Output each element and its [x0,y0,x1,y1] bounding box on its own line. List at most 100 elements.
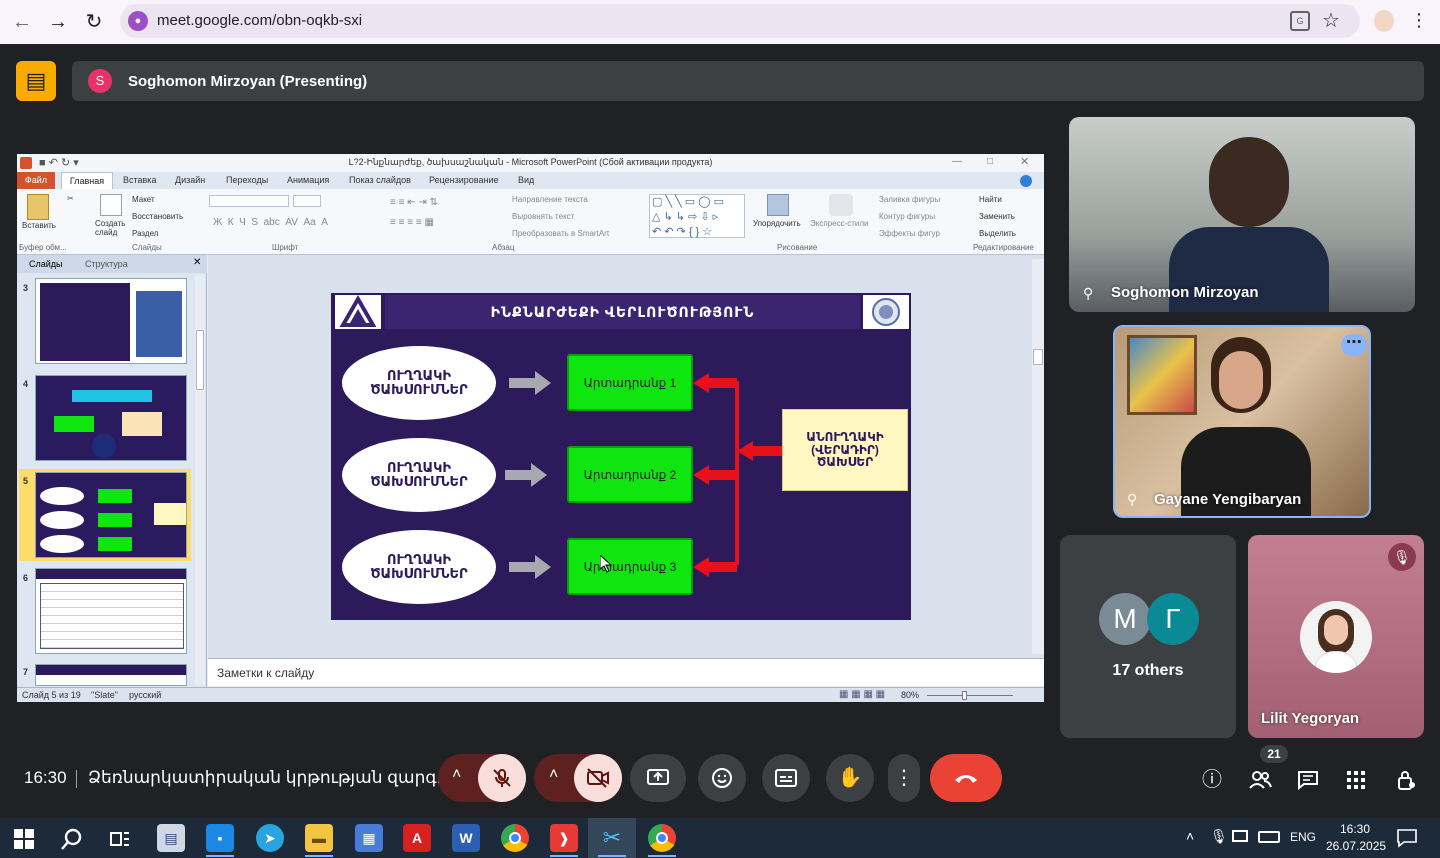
more-options-button[interactable]: ⋮ [888,754,920,802]
shape-outline-button[interactable]: Контур фигуры [879,212,935,221]
font-format-icons[interactable]: Ж К Ч S abc AV Aa A [213,217,328,228]
file-explorer-icon[interactable]: ▬ [305,824,333,852]
slide-thumbnail-5[interactable] [35,472,187,558]
reactions-button[interactable] [698,754,746,802]
address-bar[interactable] [120,4,1360,38]
slide-scrollbar[interactable] [1032,259,1044,654]
tab-view[interactable]: Вид [518,175,535,185]
tab-design[interactable]: Дизайн [175,175,206,185]
replace-button[interactable]: Заменить [979,212,1015,221]
translate-icon[interactable]: G [1290,11,1310,31]
back-button[interactable]: ← [12,11,32,33]
browser-menu-icon[interactable]: ⋮ [1410,10,1428,30]
view-buttons-icons[interactable]: ▦ ▦ ▦ ▦ [839,689,886,700]
restore-button[interactable]: Восстановить [132,212,184,221]
pin-icon[interactable]: ⚲ [1127,491,1138,507]
maximize-icon[interactable]: □ [987,156,994,167]
tray-language[interactable]: ENG [1290,830,1317,844]
quick-styles-icon[interactable] [829,194,853,216]
new-slide-icon[interactable] [100,194,122,216]
notes-field[interactable]: Заметки к слайду [208,658,1044,686]
quick-access-icons[interactable]: ■ ↶ ↻ ▾ [39,157,79,169]
close-icon[interactable]: ✕ [1020,156,1030,168]
shape-fill-button[interactable]: Заливка фигуры [879,195,941,204]
new-slide-label[interactable]: Создать слайд [95,219,126,237]
search-icon[interactable] [60,827,84,851]
notification-icon[interactable] [1396,828,1418,848]
tab-home[interactable]: Главная [61,172,113,189]
pin-icon[interactable]: ⚲ [1083,285,1094,301]
chrome-icon[interactable] [501,824,529,852]
scissors-icon[interactable]: ✂ [67,194,74,203]
minimize-icon[interactable]: — [952,156,962,167]
list-icons[interactable]: ≡ ≡ ⇤ ⇥ ⇅ [390,197,438,208]
slides-pane-scrollbar[interactable] [195,275,205,685]
slide-thumbnail-7[interactable] [35,664,187,686]
tray-clock[interactable]: 16:30 26.07.2025 [1326,821,1386,855]
zoom-slider-thumb[interactable] [962,691,967,700]
tab-slideshow[interactable]: Показ слайдов [349,175,411,185]
profile-avatar[interactable] [1374,10,1394,32]
paste-icon[interactable] [27,194,49,220]
meet-present-icon[interactable]: ▤ [16,61,56,101]
tab-outline[interactable]: Структура [85,259,128,269]
tab-slides[interactable]: Слайды [29,259,63,269]
calculator-icon[interactable]: ▦ [355,824,383,852]
shapes-gallery[interactable]: ▢ ╲ ╲ ▭ ◯ ▭△ ↳ ↳ ⇨ ⇩ ▹↶ ↶ ↷ { } ☆ [649,194,745,238]
current-slide[interactable]: ԻՆՔՆԱՐԺԵՔԻ ՎԵՐԼՈՒԾՈՒԹՅՈՒՆ ՈՒՂՂԱԿԻ ԾԱԽՍՈՒ… [331,293,911,620]
tab-animation[interactable]: Анимация [287,175,330,185]
tab-file[interactable]: Файл [17,172,55,189]
participant-tile-lilit[interactable]: 🎙 Lilit Yegoryan [1248,535,1424,738]
snipping-tool-icon[interactable]: ✂ [602,825,622,850]
shape-effects-button[interactable]: Эффекты фигур [879,229,940,238]
zoom-slider[interactable] [927,695,1013,696]
align-icons[interactable]: ≡ ≡ ≡ ≡ ▦ [390,217,434,228]
help-icon[interactable] [1020,175,1032,187]
participant-tile-soghomon[interactable]: ⚲ Soghomon Mirzoyan [1069,117,1415,312]
leave-call-button[interactable] [930,754,1002,802]
language-indicator[interactable]: русский [129,690,162,700]
chevron-up-icon[interactable]: ˄ [549,766,559,783]
others-tile[interactable]: M Г 17 others [1060,535,1236,738]
camera-toggle-button[interactable] [574,754,622,802]
anydesk-icon[interactable]: ❱ [550,824,578,852]
participant-tile-gayane[interactable]: ⋯ ⚲ Gayane Yengibaryan [1113,325,1371,518]
find-button[interactable]: Найти [979,195,1002,204]
raise-hand-button[interactable]: ✋ [826,754,874,802]
telegram-icon[interactable]: ➤ [256,824,284,852]
acrobat-icon[interactable]: A [403,824,431,852]
reload-button[interactable]: ↻ [85,11,103,33]
arrange-label[interactable]: Упорядочить [753,219,801,228]
task-view-icon[interactable] [110,829,130,849]
chrome-profile-icon[interactable] [648,824,676,852]
word-icon[interactable]: W [452,824,480,852]
zoom-level[interactable]: 80% [901,690,920,700]
mic-toggle-button[interactable] [478,754,526,802]
forward-button[interactable]: → [48,11,68,33]
activities-icon[interactable] [1340,764,1372,796]
taskbar-app-icon[interactable]: ▤ [157,824,185,852]
tray-chevron-up-icon[interactable]: ˄ [1186,828,1195,844]
quick-styles-label[interactable]: Экспресс-стили [810,219,869,228]
slide-thumbnail-6[interactable] [35,568,187,654]
tab-review[interactable]: Рецензирование [429,175,499,185]
section-button[interactable]: Раздел [132,229,159,238]
windows-start-icon[interactable] [14,829,34,849]
slide-thumbnail-3[interactable] [35,278,187,364]
text-direction-button[interactable]: Направление текста [512,195,588,204]
chat-icon[interactable] [1292,764,1324,796]
paste-label[interactable]: Вставить [22,221,56,230]
tray-keyboard-icon[interactable] [1258,831,1280,843]
present-screen-button[interactable] [630,754,686,802]
smartart-button[interactable]: Преобразовать в SmartArt [512,229,610,238]
info-icon[interactable]: ⓘ [1202,769,1222,791]
microsoft-store-icon[interactable]: ▪ [206,824,234,852]
bookmark-star-icon[interactable]: ☆ [1322,10,1340,32]
arrange-icon[interactable] [767,194,789,216]
chevron-up-icon[interactable]: ˄ [452,766,462,783]
pane-close-icon[interactable]: ✕ [193,257,202,268]
layout-button[interactable]: Макет [132,195,155,204]
font-name-input[interactable] [209,195,289,207]
host-controls-icon[interactable] [1390,764,1422,796]
captions-button[interactable] [762,754,810,802]
